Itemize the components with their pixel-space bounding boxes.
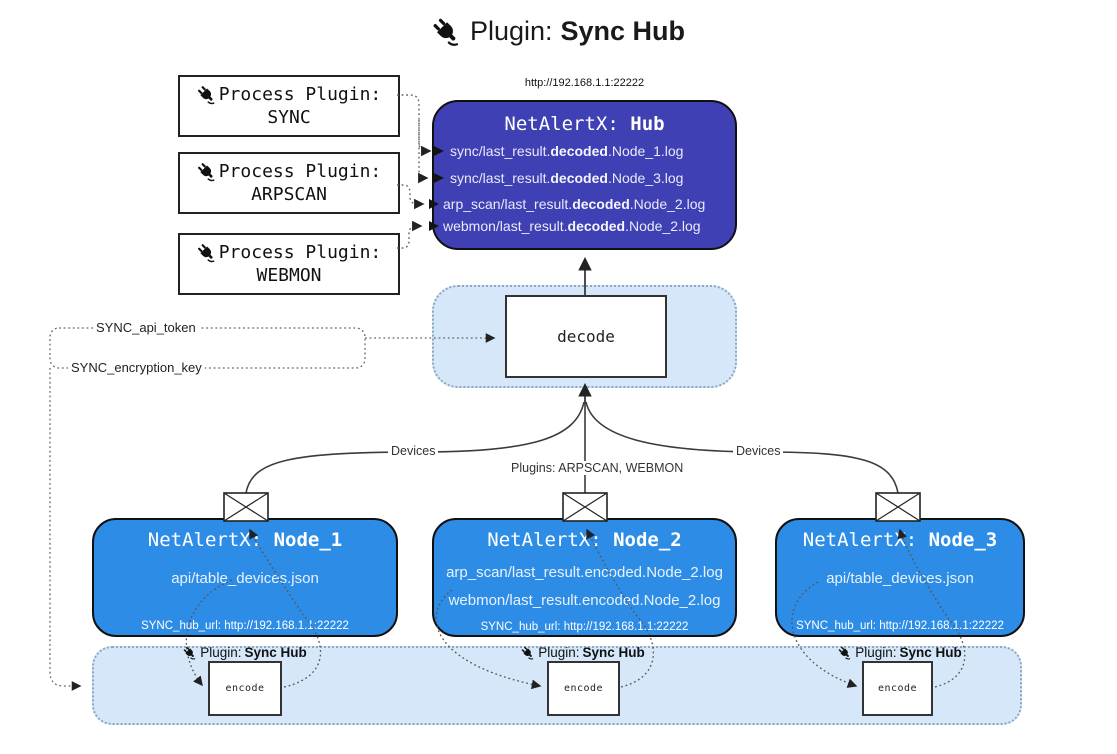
node-box-node-2: NetAlertX: Node_2 arp_scan/last_result.e… — [432, 518, 737, 637]
sync-api-token-label: SYNC_api_token — [93, 320, 199, 335]
node-title: NetAlertX: Node_2 — [487, 529, 682, 551]
process-plugin-arpscan: Process Plugin: ARPSCAN — [178, 152, 400, 214]
encoder-label-3: Plugin:Sync Hub — [810, 644, 990, 661]
process-plugin-label: Process Plugin: — [218, 242, 382, 263]
node-file: webmon/last_result.encoded.Node_2.log — [448, 592, 721, 609]
encode-box-2: encode — [547, 661, 620, 716]
node-hub-url: SYNC_hub_url: http://192.168.1.1:22222 — [480, 621, 689, 633]
process-plugin-name: WEBMON — [256, 265, 322, 286]
hub-url-label: http://192.168.1.1:22222 — [524, 77, 645, 89]
title-prefix: Plugin: — [469, 16, 553, 46]
hub-title: NetAlertX: Hub — [504, 113, 665, 135]
edge-label-devices-right: Devices — [733, 444, 784, 458]
process-plugin-name: ARPSCAN — [251, 184, 327, 205]
envelope-icon — [223, 492, 269, 522]
hub-log-line: arp_scan/last_result.decoded.Node_2.log — [443, 196, 706, 212]
envelope-icon — [562, 492, 608, 522]
hub-log-line: webmon/last_result.decoded.Node_2.log — [443, 218, 701, 234]
encode-box-1: encode — [208, 661, 282, 716]
node-file: api/table_devices.json — [826, 570, 974, 587]
page-title: Plugin: Sync Hub — [0, 16, 1117, 47]
hub-log-line: sync/last_result.decoded.Node_1.log — [450, 143, 684, 159]
plug-icon — [197, 85, 217, 105]
plug-icon — [838, 646, 852, 660]
process-plugin-sync: Process Plugin: SYNC — [178, 75, 400, 137]
encode-box-3: encode — [862, 661, 933, 716]
node-file: api/table_devices.json — [171, 570, 319, 587]
process-plugin-label: Process Plugin: — [218, 84, 382, 105]
encoder-label-2: Plugin:Sync Hub — [493, 644, 673, 661]
edge-label-plugins: Plugins: ARPSCAN, WEBMON — [508, 461, 687, 475]
envelope-icon — [875, 492, 921, 522]
node-hub-url: SYNC_hub_url: http://192.168.1.1:22222 — [796, 620, 1004, 632]
node-box-node-3: NetAlertX: Node_3 api/table_devices.json… — [775, 518, 1025, 637]
plug-icon — [197, 162, 217, 182]
node-box-node-1: NetAlertX: Node_1 api/table_devices.json… — [92, 518, 398, 637]
title-name: Sync Hub — [560, 16, 686, 46]
hub-log-line: sync/last_result.decoded.Node_3.log — [450, 170, 684, 186]
process-plugin-label: Process Plugin: — [218, 161, 382, 182]
plug-icon — [432, 17, 462, 47]
envelope-icons — [223, 492, 921, 522]
sync-encryption-key-label: SYNC_encryption_key — [68, 360, 205, 375]
edge-settings-to-encoders — [49, 368, 82, 691]
edge-webmon-to-log4 — [397, 220, 423, 249]
edge-arpscan-to-log3 — [397, 184, 425, 210]
node-hub-url: SYNC_hub_url: http://192.168.1.1:22222 — [141, 620, 349, 632]
decode-box: decode — [505, 295, 667, 378]
plug-icon — [183, 646, 197, 660]
process-plugin-name: SYNC — [267, 107, 311, 128]
hub-box: NetAlertX: Hub sync/last_result.decoded.… — [432, 100, 737, 250]
plug-icon — [521, 646, 535, 660]
encoder-label-1: Plugin:Sync Hub — [155, 644, 335, 661]
plug-icon — [197, 243, 217, 263]
node-title: NetAlertX: Node_3 — [802, 529, 998, 551]
node-title: NetAlertX: Node_1 — [147, 529, 343, 551]
edge-sync-to-log2 — [418, 120, 429, 184]
node-file: arp_scan/last_result.encoded.Node_2.log — [446, 564, 723, 581]
edge-sync-to-log1 — [397, 94, 432, 157]
process-plugin-webmon: Process Plugin: WEBMON — [178, 233, 400, 295]
edge-label-devices-left: Devices — [388, 444, 439, 458]
